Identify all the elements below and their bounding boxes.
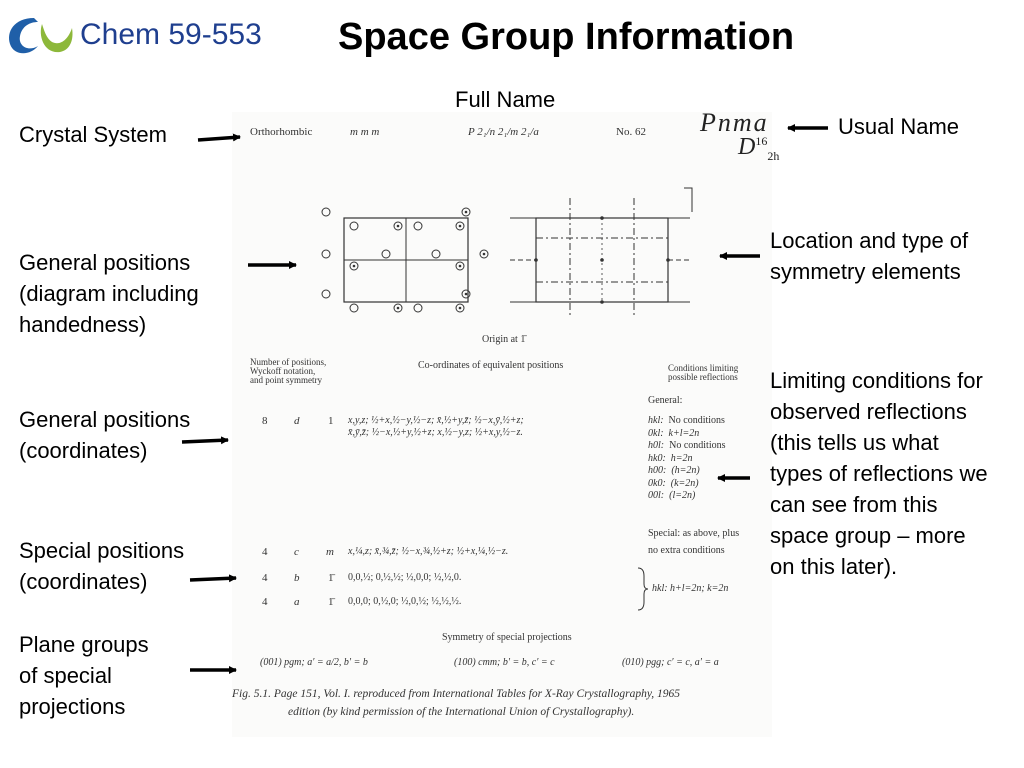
scan-col-left: Number of positions,Wyckoff notation,and… [250, 357, 327, 385]
limiting-conditions-label: Limiting conditions for observed reflect… [770, 368, 988, 579]
plane-groups-label: Plane groups of special projections [19, 632, 149, 719]
scan-projection-100: (100) cmm; b′ = b, c′ = c [454, 657, 555, 668]
general-positions-diagram [321, 207, 489, 313]
scan-number: No. 62 [616, 126, 646, 138]
scan-special-wyck-b: b [294, 572, 300, 584]
symmetry-elements-label: Location and type of symmetry elements [770, 228, 969, 284]
scan-special-coords-b: 0,0,½; 0,½,½; ½,0,0; ½,½,0. [348, 572, 462, 583]
scan-general-line1: x,y,z; ½+x,½−y,½−z; x̄,½+y,z̄; ½−x,ȳ,½+z… [348, 415, 524, 426]
scan-special-label2: no extra conditions [648, 545, 725, 556]
scan-general-sym: 1 [328, 415, 334, 427]
course-title: Chem 59-553 [80, 18, 262, 51]
arrow-general-coords-icon [181, 436, 229, 445]
scan-general-label: General: [648, 395, 683, 406]
full-name-label: Full Name [455, 87, 556, 112]
general-positions-diagram-label: General positions (diagram including han… [19, 250, 199, 337]
arrow-crystal-system-icon [197, 133, 241, 142]
scan-special-mult-b: 4 [262, 572, 268, 584]
scan-conditions-list: hkl: No conditions 0kl: k+l=2n h0l: No c… [648, 415, 726, 501]
scan-special-sym-b: 1̄ [328, 572, 334, 584]
scan-usual-symbol: Pnma [700, 108, 769, 137]
scan-crystal-system: Orthorhombic [250, 126, 313, 138]
scan-schoenflies: D162h [738, 134, 780, 163]
scan-special-coords-a: 0,0,0; 0,½,0; ½,0,½; ½,½,½. [348, 596, 462, 607]
general-positions-coords-label: General positions (coordinates) [19, 407, 191, 463]
scan-projections-title: Symmetry of special projections [442, 632, 572, 643]
scan-special-sym-a: 1̄ [328, 596, 334, 608]
scan-projection-010: (010) pgg; c′ = c, a′ = a [622, 657, 719, 668]
logo-icon [9, 18, 73, 54]
scan-projection-001: (001) pgm; a′ = a/2, b′ = b [260, 657, 368, 668]
scan-brace-icon [637, 567, 648, 611]
scan-special-coords-c: x,¼,z; x̄,¾,z̄; ½−x,¾,½+z; ½+x,¼,½−z. [348, 546, 509, 557]
scan-general-line2: x̄,ȳ,z̄; ½−x,½+y,½+z; x,½−y,z; ½+x,y,½−z… [348, 427, 523, 438]
scan-special-mult-a: 4 [262, 596, 268, 608]
scan-special-mult-c: 4 [262, 546, 268, 558]
scan-special-wyck-c: c [294, 546, 299, 558]
scan-special-sym-c: m [326, 546, 334, 558]
scan-special-label: Special: as above, plus [648, 528, 740, 539]
crystal-system-label: Crystal System [19, 122, 167, 147]
scan-general-mult: 8 [262, 415, 268, 427]
arrow-special-positions-icon [189, 574, 237, 583]
scan-caption-line2: edition (by kind permission of the Inter… [288, 706, 635, 718]
scan-special-condition: hkl: h+l=2n; k=2n [652, 583, 729, 594]
usual-name-label: Usual Name [838, 114, 960, 139]
scanned-table-figure: Orthorhombic m m m P 2₁/n 2₁/m 2₁/a No. … [232, 108, 779, 737]
scan-origin: Origin at 1̄ [482, 334, 526, 345]
scan-special-wyck-a: a [294, 596, 300, 608]
special-positions-label: Special positions (coordinates) [19, 538, 185, 594]
scan-point-group: m m m [350, 126, 380, 138]
scan-caption-line1: Fig. 5.1. Page 151, Vol. I. reproduced f… [232, 688, 681, 700]
scan-col-mid: Co-ordinates of equivalent positions [418, 360, 564, 371]
scan-full-symbol: P 2₁/n 2₁/m 2₁/a [468, 126, 539, 138]
page-title: Space Group Information [338, 16, 795, 58]
scan-general-wyck: d [294, 415, 300, 427]
symmetry-elements-diagram [510, 187, 693, 318]
